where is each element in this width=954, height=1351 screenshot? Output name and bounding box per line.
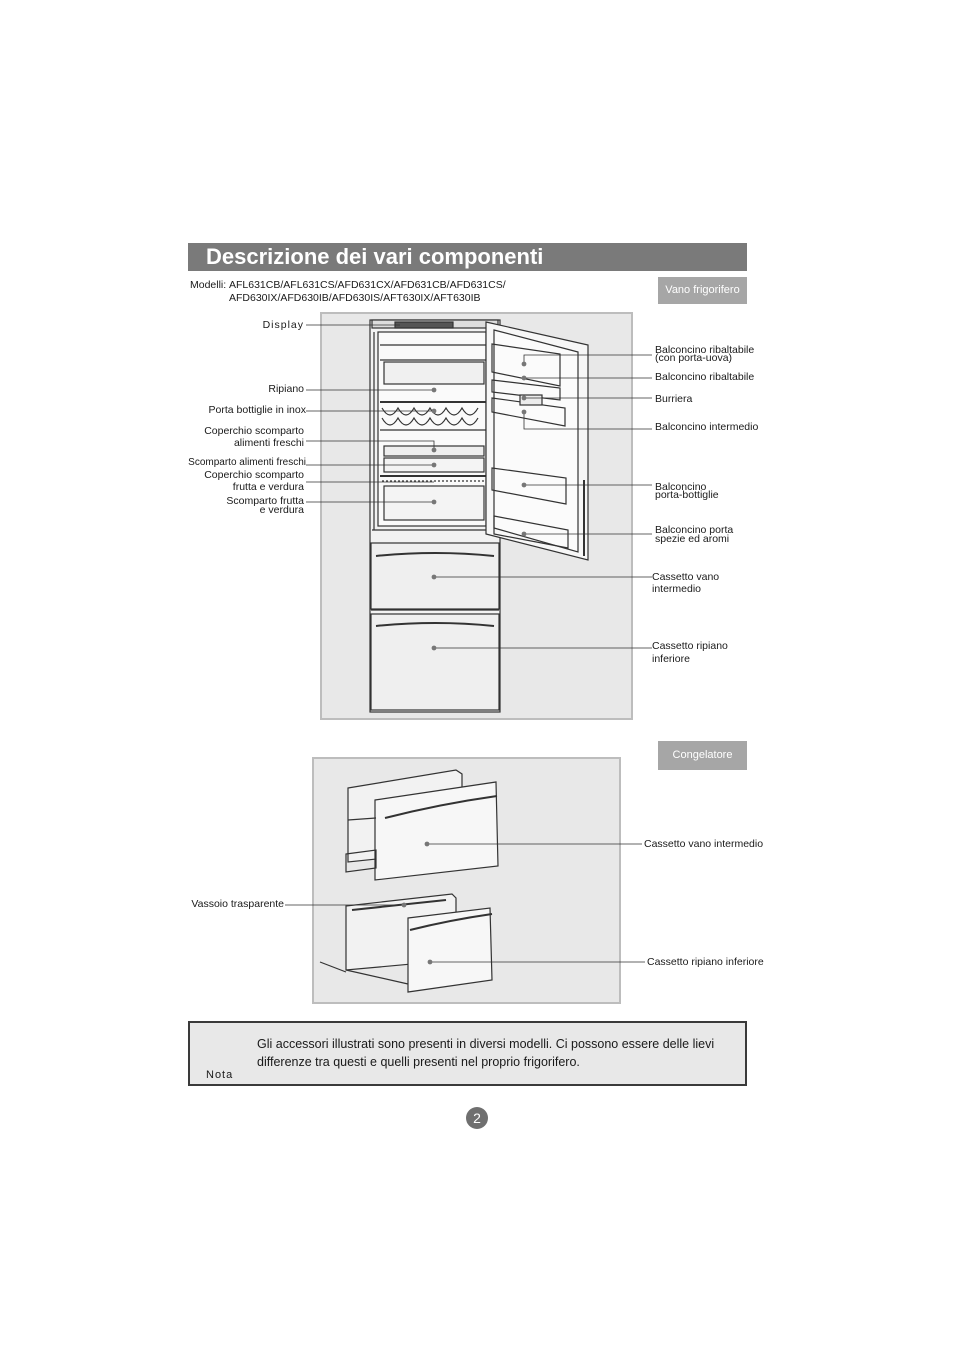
label-ripiano: Ripiano bbox=[268, 383, 304, 395]
models-label: Modelli: bbox=[190, 279, 227, 291]
freezer-tag: Congelatore bbox=[658, 741, 747, 770]
label-freezer-cassetto-inferiore: Cassetto ripiano inferiore bbox=[647, 956, 764, 968]
label-scomparto-frutta-1: Scomparto frutta bbox=[226, 495, 304, 507]
label-balcone-spezie-1: Balconcino porta bbox=[655, 524, 734, 536]
label-balcone-bottiglie-1: Balconcino bbox=[655, 481, 707, 493]
fridge-tag: Vano frigorifero bbox=[658, 277, 747, 304]
label-balcone-ribaltabile: Balconcino ribaltabile bbox=[655, 371, 755, 383]
page-number: 2 bbox=[466, 1107, 488, 1129]
models-line-2: AFD630IX/AFD630IB/AFD630IS/AFT630IX/AFT6… bbox=[229, 292, 481, 304]
label-balcone-uova-1: Balconcino ribaltabile bbox=[655, 344, 755, 356]
label-display: Display bbox=[262, 319, 304, 331]
label-coperchio-frutta-1: Coperchio scomparto bbox=[204, 469, 304, 481]
note-box bbox=[188, 1021, 747, 1086]
models-line-1: AFL631CB/AFL631CS/AFD631CX/AFD631CB/AFD6… bbox=[229, 279, 506, 291]
label-cassetto-intermedio-2: intermedio bbox=[652, 583, 702, 595]
label-cassetto-inferiore-2: inferiore bbox=[652, 653, 690, 665]
label-balcone-intermedio: Balconcino intermedio bbox=[655, 421, 759, 433]
note-label: Nota bbox=[206, 1069, 234, 1081]
label-balcone-bottiglie-2: porta-bottiglie bbox=[655, 489, 719, 501]
label-coperchio-alimenti-1: Coperchio scomparto bbox=[204, 425, 304, 437]
page-title: Descrizione dei vari componenti bbox=[206, 244, 544, 269]
title-bar bbox=[188, 243, 747, 271]
label-porta-bottiglie: Porta bottiglie in inox bbox=[208, 404, 306, 416]
label-coperchio-frutta-2: frutta e verdura bbox=[232, 481, 304, 493]
label-burriera: Burriera bbox=[655, 393, 693, 405]
label-freezer-cassetto-intermedio: Cassetto vano intermedio bbox=[644, 838, 764, 850]
label-cassetto-intermedio-1: Cassetto vano bbox=[652, 571, 720, 583]
label-balcone-uova-2: (con porta-uova) bbox=[655, 352, 733, 364]
label-balcone-spezie-2: spezie ed aromi bbox=[655, 533, 730, 545]
note-text: Gli accessori illustrati sono presenti i… bbox=[257, 1037, 715, 1069]
label-scomparto-frutta-2: e verdura bbox=[259, 504, 304, 516]
label-coperchio-alimenti-2: alimenti freschi bbox=[233, 437, 304, 449]
label-cassetto-inferiore-1: Cassetto ripiano bbox=[652, 640, 728, 652]
label-scomparto-alimenti: Scomparto alimenti freschi bbox=[188, 457, 306, 468]
label-vassoio: Vassoio trasparente bbox=[191, 898, 284, 910]
